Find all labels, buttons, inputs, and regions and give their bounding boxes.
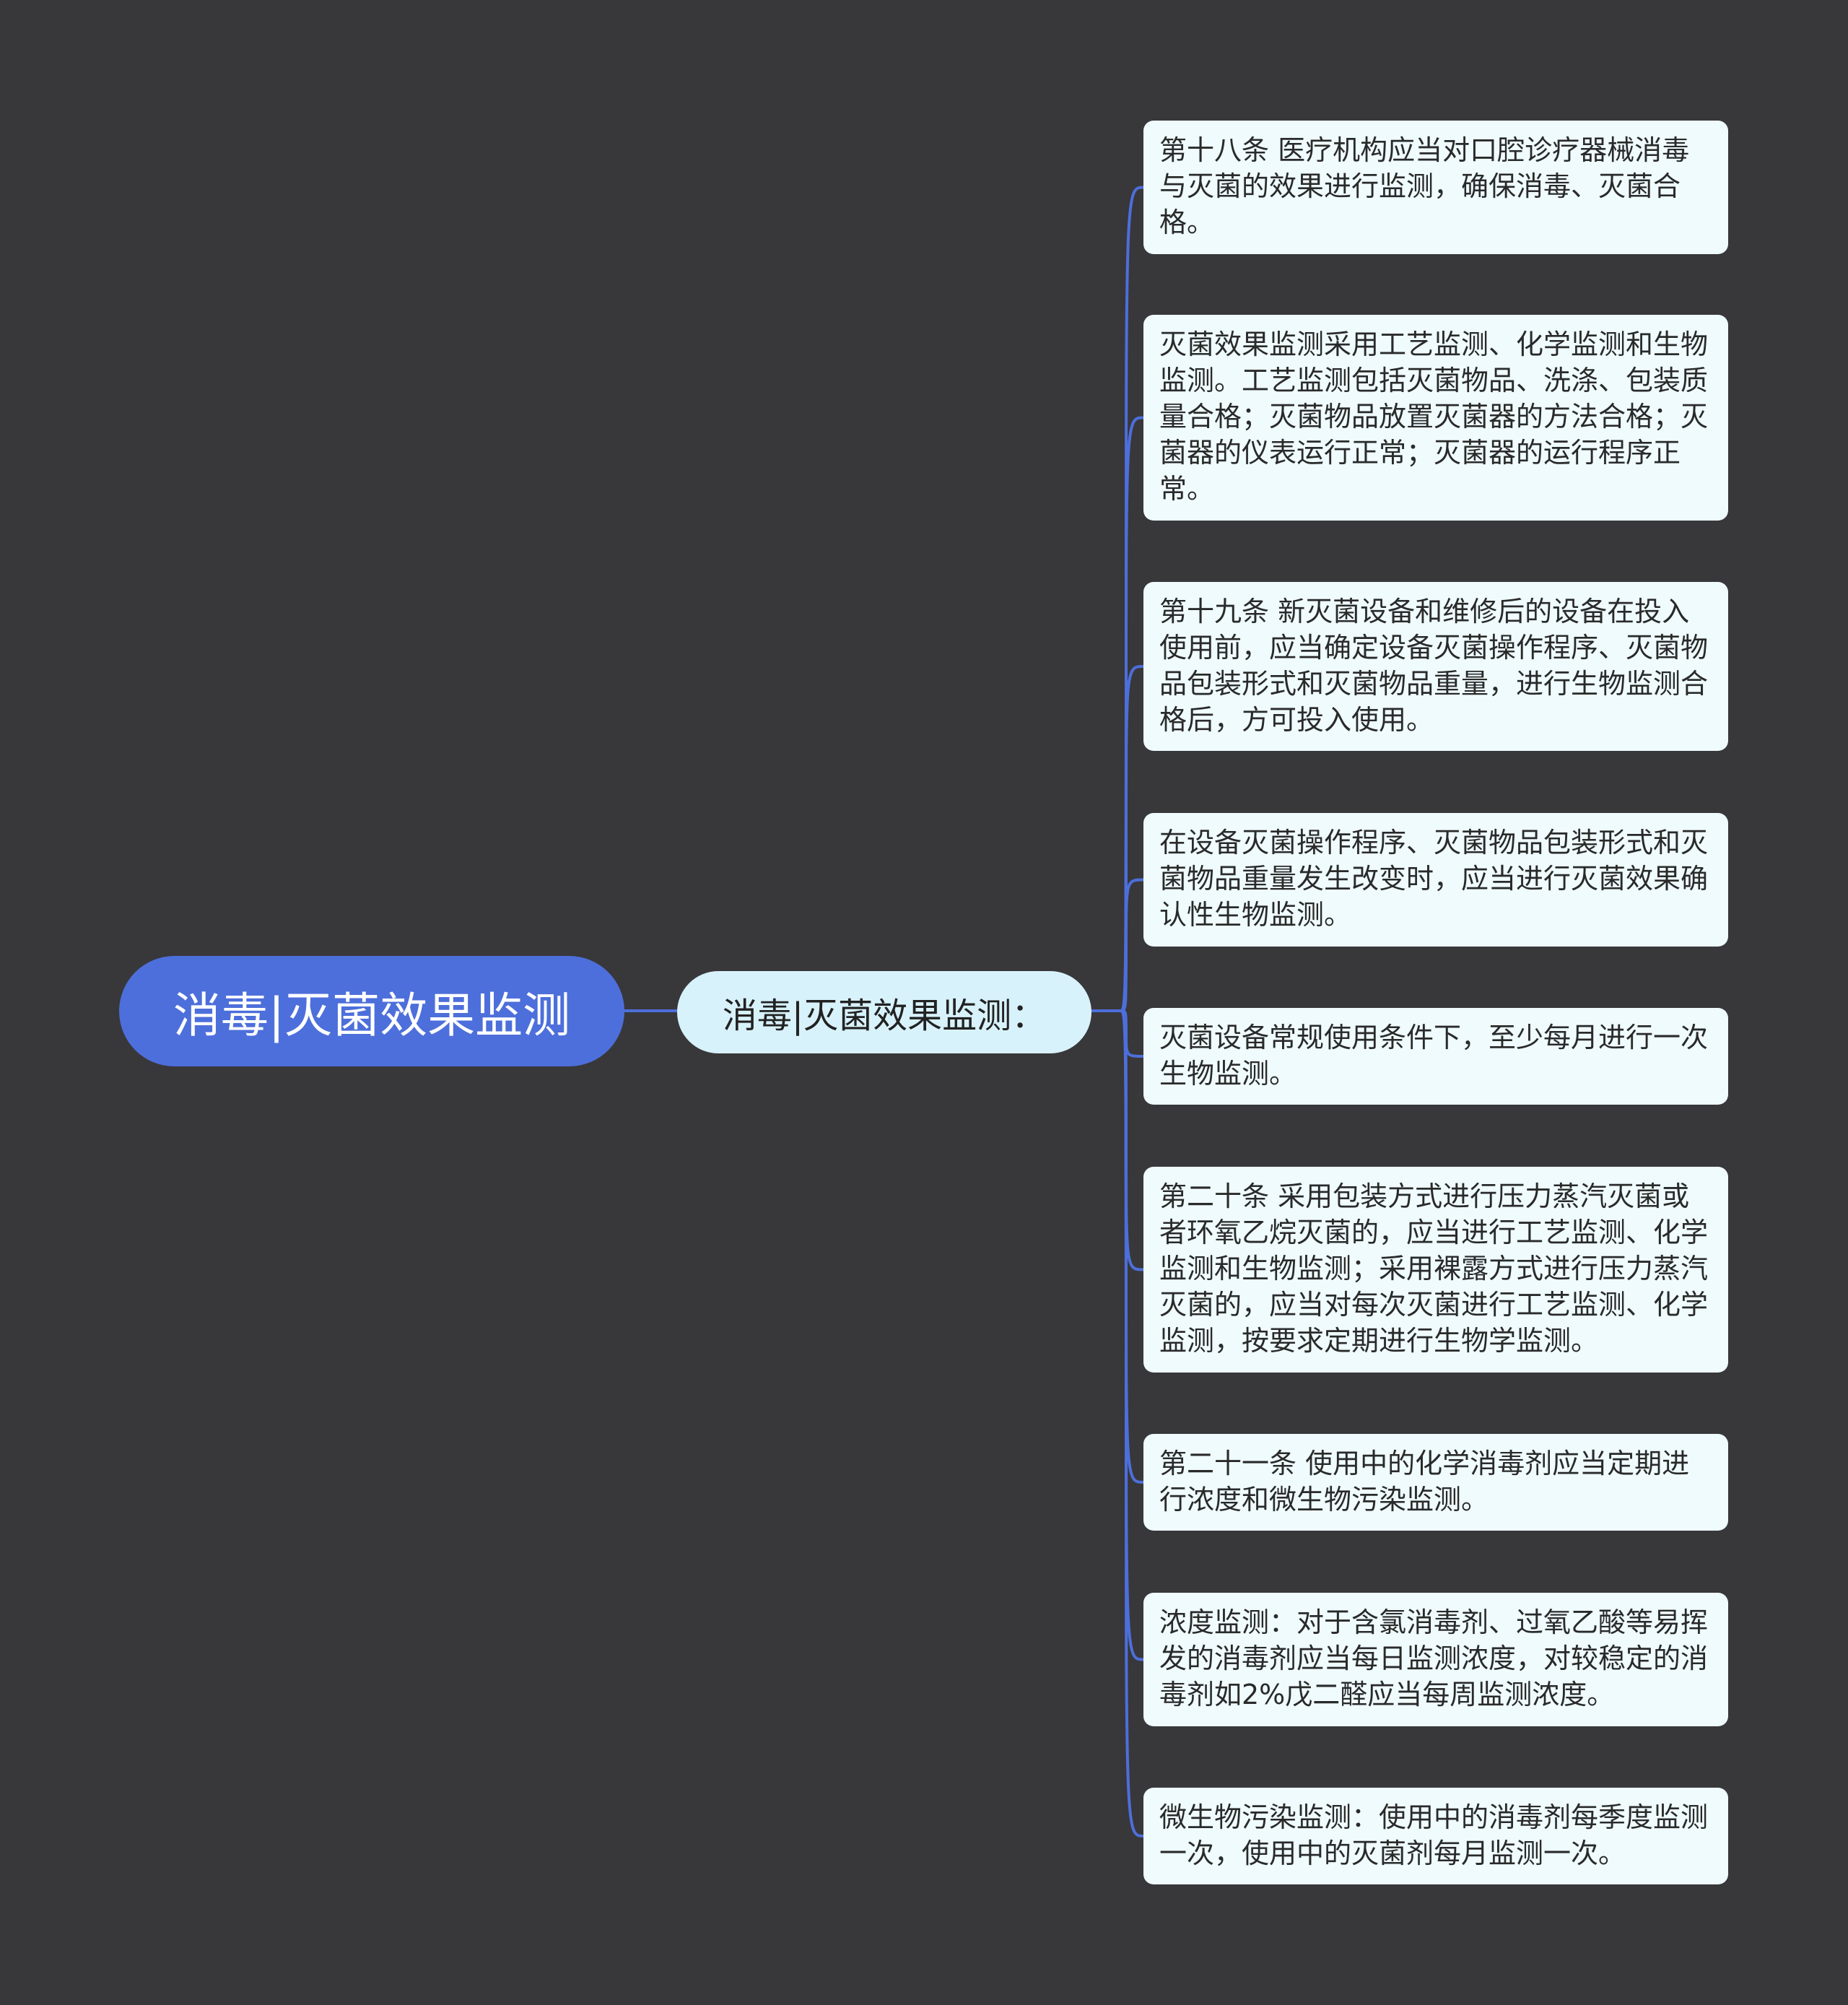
leaf-topic-5[interactable]: 灭菌设备常规使用条件下，至少每月进行一次生物监测。 <box>1143 1008 1728 1105</box>
leaf-topic-text: 浓度监测：对于含氯消毒剂、过氧乙酸等易挥发的消毒剂应当每日监测浓度，对较稳定的消… <box>1159 1606 1709 1710</box>
leaf-connector-4 <box>1120 878 1144 1012</box>
leaf-topic-text: 第二十条 采用包装方式进行压力蒸汽灭菌或者环氧乙烷灭菌的，应当进行工艺监测、化学… <box>1159 1180 1709 1357</box>
branch-topic-label: 消毒|灭菌效果监测： <box>722 996 1047 1036</box>
leaf-connector-8 <box>1120 1009 1144 1661</box>
leaf-connector-1 <box>1120 186 1144 1012</box>
leaf-topic-text: 第十八条 医疗机构应当对口腔诊疗器械消毒与灭菌的效果进行监测，确保消毒、灭菌合格… <box>1159 134 1690 238</box>
leaf-topic-3[interactable]: 第十九条 新灭菌设备和维修后的设备在投入使用前，应当确定设备灭菌操作程序、灭菌物… <box>1143 582 1728 751</box>
leaf-connector-7 <box>1120 1009 1144 1484</box>
leaf-topic-6[interactable]: 第二十条 采用包装方式进行压力蒸汽灭菌或者环氧乙烷灭菌的，应当进行工艺监测、化学… <box>1143 1167 1728 1373</box>
leaf-connector-3 <box>1120 665 1144 1012</box>
leaf-topic-text: 灭菌设备常规使用条件下，至少每月进行一次生物监测。 <box>1159 1022 1709 1090</box>
leaf-topic-9[interactable]: 微生物污染监测：使用中的消毒剂每季度监测一次，使用中的灭菌剂每月监测一次。 <box>1143 1788 1728 1884</box>
leaf-connector-2 <box>1120 416 1144 1012</box>
leaf-topic-text: 第二十一条 使用中的化学消毒剂应当定期进行浓度和微生物污染监测。 <box>1159 1448 1690 1515</box>
branch-topic[interactable]: 消毒|灭菌效果监测： <box>677 971 1091 1053</box>
leaf-connector-9 <box>1120 1009 1144 1837</box>
leaf-topic-text: 在设备灭菌操作程序、灭菌物品包装形式和灭菌物品重量发生改变时，应当进行灭菌效果确… <box>1159 827 1709 931</box>
leaf-topic-text: 微生物污染监测：使用中的消毒剂每季度监测一次，使用中的灭菌剂每月监测一次。 <box>1159 1801 1709 1869</box>
root-topic[interactable]: 消毒|灭菌效果监测 <box>119 956 624 1066</box>
leaf-topic-text: 灭菌效果监测采用工艺监测、化学监测和生物监测。工艺监测包括灭菌物品、洗涤、包装质… <box>1159 329 1709 505</box>
leaf-topic-2[interactable]: 灭菌效果监测采用工艺监测、化学监测和生物监测。工艺监测包括灭菌物品、洗涤、包装质… <box>1143 315 1728 521</box>
leaf-topic-7[interactable]: 第二十一条 使用中的化学消毒剂应当定期进行浓度和微生物污染监测。 <box>1143 1434 1728 1531</box>
leaf-topic-1[interactable]: 第十八条 医疗机构应当对口腔诊疗器械消毒与灭菌的效果进行监测，确保消毒、灭菌合格… <box>1143 121 1728 254</box>
root-topic-label: 消毒|灭菌效果监测 <box>173 987 571 1043</box>
leaf-topic-4[interactable]: 在设备灭菌操作程序、灭菌物品包装形式和灭菌物品重量发生改变时，应当进行灭菌效果确… <box>1143 813 1728 947</box>
leaf-topic-8[interactable]: 浓度监测：对于含氯消毒剂、过氧乙酸等易挥发的消毒剂应当每日监测浓度，对较稳定的消… <box>1143 1593 1728 1726</box>
leaf-topic-text: 第十九条 新灭菌设备和维修后的设备在投入使用前，应当确定设备灭菌操作程序、灭菌物… <box>1159 596 1709 736</box>
